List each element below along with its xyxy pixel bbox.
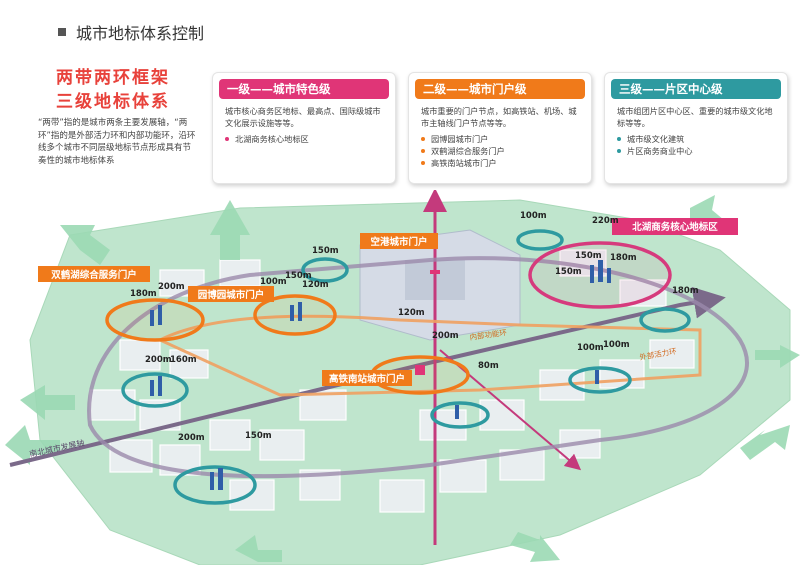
- height-label: 200m: [178, 433, 205, 443]
- height-label: 180m: [610, 253, 637, 263]
- list-item: 片区商务商业中心: [617, 145, 777, 157]
- label-konggang: 空港城市门户: [370, 236, 427, 248]
- height-label: 100m: [260, 277, 287, 287]
- slogan-line-2: 三级地标体系: [56, 92, 170, 112]
- section-header: 城市地标体系控制: [58, 20, 204, 44]
- header-bullet-icon: [58, 28, 66, 36]
- height-label: 100m: [577, 343, 604, 353]
- label-beihu: 北湖商务核心地标区: [632, 221, 718, 233]
- height-label: 220m: [592, 216, 619, 226]
- list-item: 园博园城市门户: [421, 133, 581, 145]
- list-item: 双鹤湖综合服务门户: [421, 145, 581, 157]
- height-label: 200m: [432, 331, 459, 341]
- slogan: 两带两环框架 三级地标体系: [38, 66, 188, 114]
- level-1-list: 北湖商务核心地标区: [213, 133, 395, 145]
- level-card-3: 三级——片区中心级 城市组团片区中心区、重要的城市级文化地标等等。 城市级文化建…: [604, 72, 788, 184]
- landmark-map: 南北城市发展轴 内部功能环 外部活力环 北湖商务核心地标区 空港城市门: [5, 190, 800, 565]
- height-label: 180m: [130, 289, 157, 299]
- label-yuanbo: 园博园城市门户: [198, 289, 265, 301]
- intro-text: “两带”指的是城市两条主要发展轴，“两环”指的是外部活力环和内部功能环，沿环线多…: [38, 118, 196, 166]
- inner-ring: [87, 256, 749, 479]
- map-labels: 北湖商务核心地标区 空港城市门户 双鹤湖综合服务门户 园博园城市门户 高铁南站城…: [38, 218, 738, 386]
- list-item: 高铁南站城市门户: [421, 157, 581, 169]
- height-label: 80m: [478, 361, 499, 371]
- height-label: 150m: [575, 251, 602, 261]
- level-card-2: 二级——城市门户级 城市重要的门户节点，如高铁站、机场、城市主轴线门户节点等等。…: [408, 72, 592, 184]
- label-shuanghe: 双鹤湖综合服务门户: [50, 269, 137, 281]
- gateway-markers: [415, 270, 440, 375]
- height-label: 200m: [158, 282, 185, 292]
- height-labels: 100m 220m 150m 180m 150m 180m 150m 100m …: [130, 211, 699, 443]
- level-1-title: 一级——城市特色级: [219, 79, 389, 99]
- level-1-desc: 城市核心商务区地标、最高点、国际级城市文化展示设施等等。: [225, 106, 381, 128]
- height-label: 120m: [302, 280, 329, 290]
- height-label: 150m: [245, 431, 272, 441]
- level-3-list: 城市级文化建筑 片区商务商业中心: [605, 133, 787, 157]
- level-2-title: 二级——城市门户级: [415, 79, 585, 99]
- list-item: 北湖商务核心地标区: [225, 133, 385, 145]
- height-label: 200m: [145, 355, 172, 365]
- height-label: 150m: [555, 267, 582, 277]
- level-card-1: 一级——城市特色级 城市核心商务区地标、最高点、国际级城市文化展示设施等等。 北…: [212, 72, 396, 184]
- page-title: 城市地标体系控制: [76, 24, 205, 43]
- list-item: 城市级文化建筑: [617, 133, 777, 145]
- level-3-desc: 城市组团片区中心区、重要的城市级文化地标等等。: [617, 106, 773, 128]
- landmark-buildings: [150, 260, 611, 490]
- height-label: 100m: [520, 211, 547, 221]
- height-label: 150m: [312, 246, 339, 256]
- height-label: 100m: [603, 340, 630, 350]
- slogan-line-1: 两带两环框架: [56, 68, 170, 88]
- level-3-title: 三级——片区中心级: [611, 79, 781, 99]
- label-gaotie: 高铁南站城市门户: [329, 373, 405, 385]
- height-label: 120m: [398, 308, 425, 318]
- city-blocks: [89, 249, 695, 513]
- height-label: 150m: [285, 271, 312, 281]
- level-2-desc: 城市重要的门户节点，如高铁站、机场、城市主轴线门户节点等等。: [421, 106, 577, 128]
- height-label: 180m: [672, 286, 699, 296]
- level-2-list: 园博园城市门户 双鹤湖综合服务门户 高铁南站城市门户: [409, 133, 591, 169]
- height-label: 160m: [170, 355, 197, 365]
